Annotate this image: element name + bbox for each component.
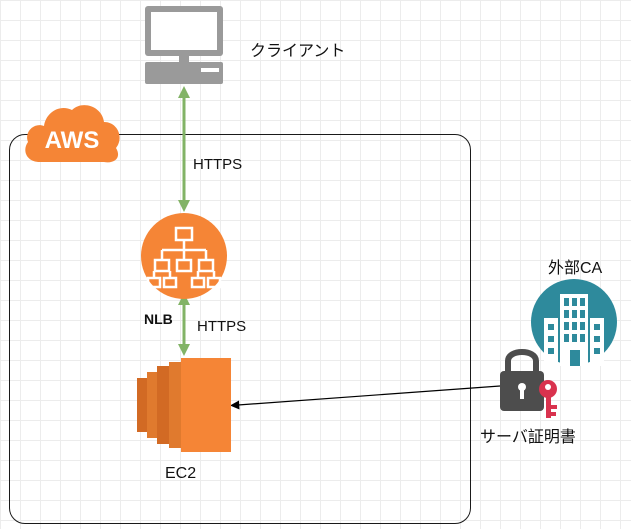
server-cert-label: サーバ証明書 (480, 429, 576, 446)
aws-cloud-group (9, 134, 471, 524)
edge-label-nlb-ec2: HTTPS (197, 318, 247, 335)
aws-cloud-icon: AWS (25, 105, 120, 163)
elastic-load-balancer-icon (141, 213, 227, 299)
desktop-computer-icon (145, 6, 223, 84)
ec2-instance-icon (137, 358, 231, 452)
ec2-label: EC2 (165, 465, 197, 482)
external-ca-label: 外部CA (548, 260, 603, 277)
edge-label-client-nlb: HTTPS (193, 156, 243, 173)
office-building-icon (531, 279, 617, 366)
aws-badge-text: AWS (45, 127, 100, 154)
nlb-label: NLB (144, 311, 173, 327)
client-label: クライアント (250, 43, 346, 60)
padlock-key-icon (500, 349, 557, 418)
